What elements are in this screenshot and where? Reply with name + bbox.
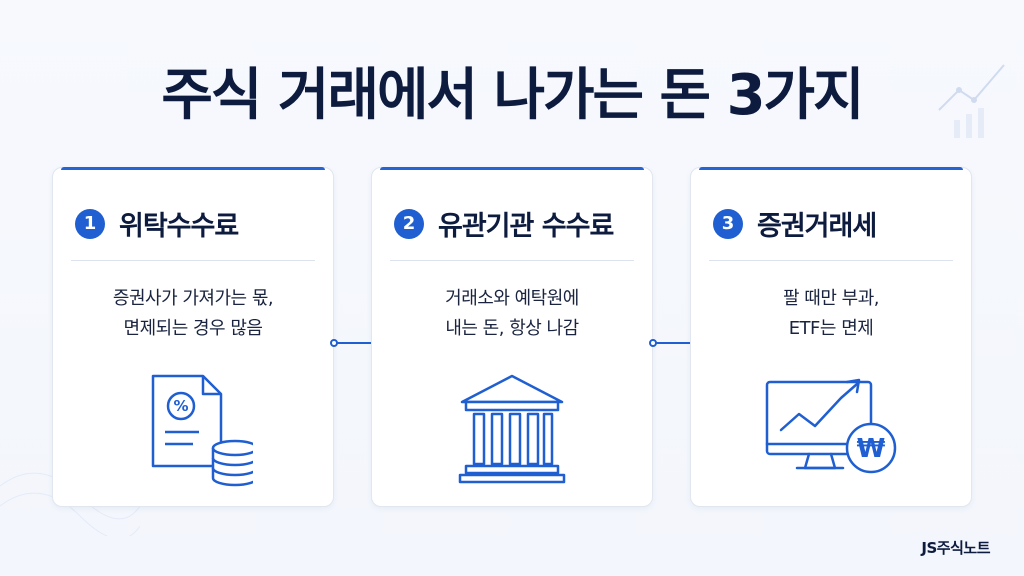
step-number-badge: 2: [394, 208, 424, 239]
card-title: 유관기관 수수료: [438, 211, 614, 242]
description-line: 거래소와 예탁원에: [445, 288, 579, 309]
svg-text:₩: ₩: [857, 434, 886, 464]
fee-card-transaction-tax: 3 증권거래세 팔 때만 부과, ETF는 면제 ₩: [690, 167, 972, 507]
description-line: 증권사가 가져가는 몫,: [112, 288, 274, 309]
step-number-badge: 1: [75, 208, 105, 239]
monitor-chart-won-icon: ₩: [765, 378, 897, 474]
card-header: 2 유관기관 수수료: [394, 204, 630, 243]
document-percent-coins-icon: %: [151, 374, 253, 487]
card-description: 증권사가 가져가는 몫, 면제되는 경우 많음: [63, 284, 323, 344]
bank-building-icon: [458, 374, 566, 484]
card-connector: [649, 339, 690, 347]
description-line: 팔 때만 부과,: [783, 288, 879, 309]
description-line: 면제되는 경우 많음: [123, 318, 263, 339]
card-header: 3 증권거래세: [713, 204, 949, 243]
fee-card-commission: 1 위탁수수료 증권사가 가져가는 몫, 면제되는 경우 많음 %: [52, 167, 334, 507]
divider: [71, 260, 315, 261]
card-description: 팔 때만 부과, ETF는 면제: [701, 284, 961, 344]
fee-card-institution: 2 유관기관 수수료 거래소와 예탁원에 내는 돈, 항상 나감: [371, 167, 653, 507]
card-description: 거래소와 예탁원에 내는 돈, 항상 나감: [382, 284, 642, 344]
decorative-chart-icon: [938, 64, 1005, 138]
card-connector: [330, 339, 371, 347]
card-title: 위탁수수료: [119, 211, 239, 242]
card-header: 1 위탁수수료: [75, 204, 311, 243]
description-line: ETF는 면제: [788, 318, 874, 339]
svg-text:%: %: [173, 397, 188, 415]
description-line: 내는 돈, 항상 나감: [445, 318, 579, 339]
page-title: 주식 거래에서 나가는 돈 3가지: [161, 63, 864, 128]
step-number-badge: 3: [713, 208, 743, 239]
divider: [709, 260, 953, 261]
brand-logo-text: JS주식노트: [921, 539, 990, 557]
card-title: 증권거래세: [757, 211, 877, 242]
divider: [390, 260, 634, 261]
